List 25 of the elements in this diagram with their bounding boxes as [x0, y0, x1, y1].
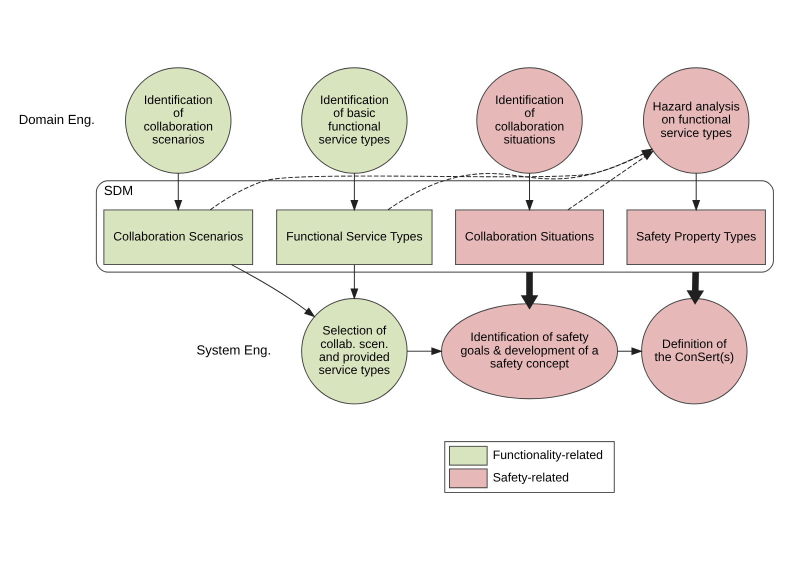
- node-circle: Selection of collab. scen. and provided service types: [301, 298, 408, 404]
- arrow: [350, 173, 358, 212]
- arrow: [520, 272, 538, 310]
- label: System Eng.: [196, 342, 272, 358]
- legend-label: Functionality-related: [492, 448, 603, 462]
- node-circle: Identification of collaboration situations: [476, 67, 583, 174]
- arrow: [617, 347, 643, 356]
- node-ellipse: Identification of safety goals & development of a safety concept: [441, 303, 618, 400]
- arrow: [567, 150, 654, 210]
- node-box: Functional Service Types: [276, 210, 433, 266]
- node-box: Collaboration Scenarios: [103, 210, 254, 266]
- arrow: [686, 272, 704, 305]
- legend-label: Safety-related: [492, 470, 569, 485]
- node-circle: Identification of basic functional service types: [301, 67, 408, 174]
- arrow: [231, 264, 316, 318]
- arrow: [174, 173, 182, 212]
- arrow: [692, 173, 700, 212]
- label: Domain Eng.: [18, 112, 95, 127]
- node-circle: Identification of collaboration scenarios: [125, 67, 232, 174]
- arrow: [406, 347, 443, 356]
- arrow: [526, 173, 534, 212]
- node-circle: Definition of the ConSert(s): [641, 298, 748, 404]
- arrow: [350, 264, 358, 300]
- node-box: Collaboration Situations: [455, 210, 604, 266]
- node-box: Safety Property Types: [626, 210, 766, 266]
